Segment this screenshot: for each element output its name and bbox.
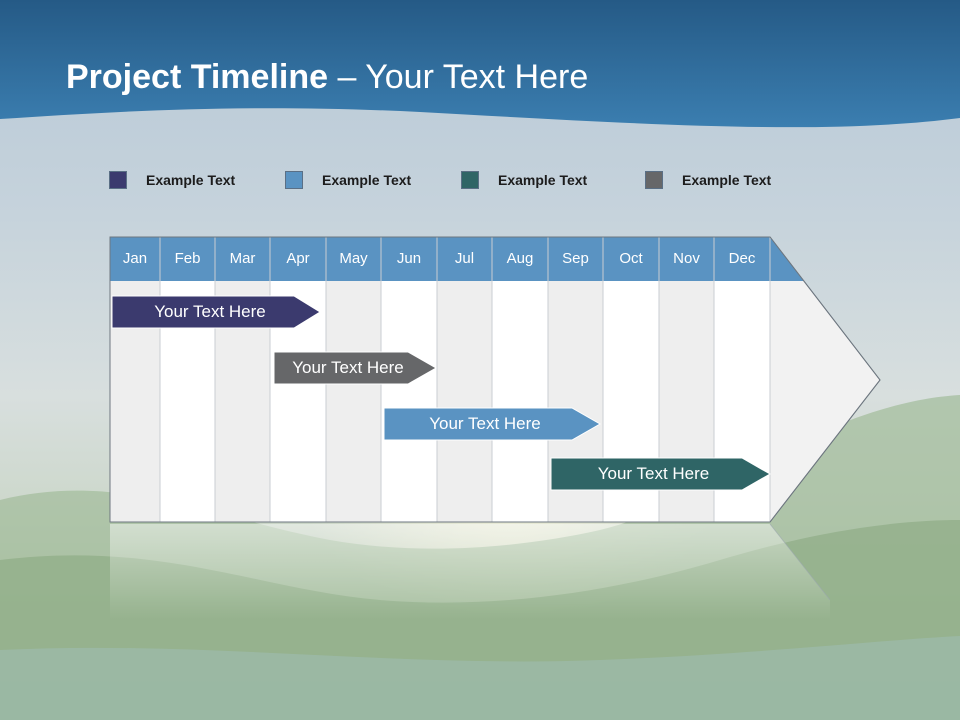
timeline-reflection [110, 524, 830, 620]
month-label: Jan [122, 250, 148, 267]
month-columns [110, 281, 770, 522]
task-bar-1 [111, 295, 321, 329]
task-bar-2 [273, 351, 438, 385]
task-bar-3 [383, 407, 602, 441]
task-bar-label: Your Text Here [292, 358, 404, 377]
month-label: Feb [174, 250, 201, 267]
month-label: Jun [396, 250, 422, 267]
month-label: Jul [454, 250, 475, 267]
task-bar-4 [550, 457, 772, 491]
month-label: Aug [506, 250, 534, 267]
task-bar-label: Your Text Here [154, 302, 266, 321]
month-label: Oct [619, 250, 643, 267]
header-banner [0, 0, 960, 128]
month-label: May [339, 250, 368, 267]
legend-label: Example Text [498, 172, 588, 188]
month-label: Dec [728, 250, 756, 267]
month-header-bar [110, 237, 804, 281]
legend-label: Example Text [146, 172, 236, 188]
legend-swatch [645, 171, 663, 189]
month-label: Nov [673, 250, 700, 267]
legend-swatch [285, 171, 303, 189]
task-bar-label: Your Text Here [429, 414, 541, 433]
month-label: Apr [286, 250, 310, 267]
month-label: Mar [229, 250, 256, 267]
month-label: Sep [562, 250, 589, 267]
legend-label: Example Text [682, 172, 772, 188]
legend-label: Example Text [322, 172, 412, 188]
page-title: Project Timeline – Your Text Here [66, 58, 589, 96]
legend-swatch [109, 171, 127, 189]
task-bar-label: Your Text Here [597, 464, 710, 483]
legend-swatch [461, 171, 479, 189]
